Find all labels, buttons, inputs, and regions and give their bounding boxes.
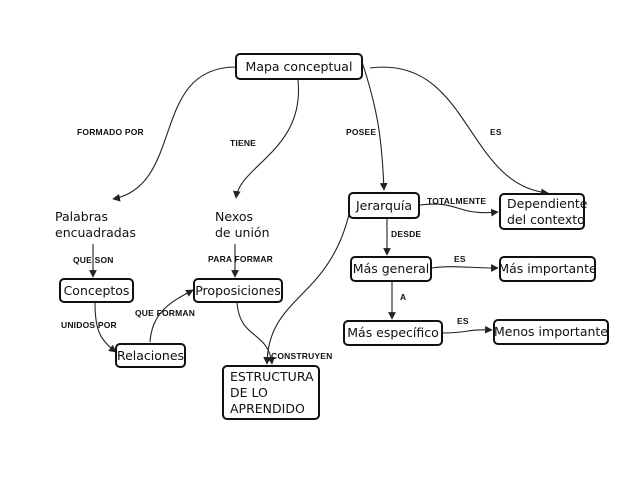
node-conceptos-text: Conceptos [63,282,130,298]
link-label-unidos-por: UNIDOS POR [61,320,117,330]
connector-mapa-to-dependiente [369,66,549,197]
node-mas-importante-text: Más importante [498,261,597,276]
link-label-totalmente: TOTALMENTE [427,196,487,206]
link-label-es-dependiente: ES [490,127,502,137]
link-label-formado-por: FORMADO POR [77,127,144,137]
node-palabras-line1: Palabras [55,209,109,224]
link-label-es-menos: ES [457,316,469,326]
node-menos-importante: Menos importante [493,319,609,345]
node-proposiciones-text: Proposiciones [195,282,281,298]
node-jerarquia: Jerarquía [348,192,420,219]
node-relaciones: Relaciones [115,343,186,368]
node-mapa-conceptual: Mapa conceptual [235,53,363,80]
connector-relaciones-to-proposiciones [149,289,194,343]
connector-conceptos-to-relaciones [94,302,117,353]
node-mas-especifico-text: Más específico [347,325,439,340]
node-estructura-line3: APRENDIDO [230,400,305,416]
node-mas-general-text: Más general [352,261,430,276]
connector-especifico-to-menos [442,325,493,334]
node-dependiente-line2: del contexto [507,211,585,227]
node-estructura-line2: DE LO [230,384,268,400]
link-label-construyen: CONSTRUYEN [271,351,333,361]
node-relaciones-text: Relaciones [116,347,185,363]
link-label-posee: POSEE [346,127,377,137]
link-label-es-importante: ES [454,254,466,264]
node-proposiciones: Proposiciones [193,278,283,303]
node-nexos-line1: Nexos [215,209,253,224]
node-nexos-de-union: Nexos de unión [215,208,295,242]
node-palabras-line2: encuadradas [55,225,136,240]
link-label-para-formar: PARA FORMAR [208,254,273,264]
link-label-que-forman: QUE FORMAN [135,308,196,318]
connector-mapa-to-nexos [233,79,299,199]
node-palabras-encuadradas: Palabras encuadradas [55,208,145,242]
node-mas-especifico: Más específico [343,320,443,346]
connector-proposiciones-to-estructura [236,302,276,365]
node-mas-importante: Más importante [498,256,597,282]
node-dependiente-line1: Dependiente [507,195,588,211]
node-menos-importante-text: Menos importante [494,324,608,339]
node-nexos-line2: de unión [215,225,270,240]
node-dependiente-del-contexto: Dependiente del contexto [499,193,588,230]
link-label-desde: DESDE [391,229,422,239]
link-label-que-son: QUE SON [73,255,114,265]
node-mapa-conceptual-text: Mapa conceptual [245,58,353,74]
node-jerarquia-text: Jerarquía [355,197,413,213]
connector-mapa-to-palabras [112,66,236,202]
node-conceptos: Conceptos [59,278,134,303]
connector-jerarquia-to-dependiente [419,203,499,217]
connector-mapa-to-jerarquia [361,61,388,191]
connector-general-to-importante [431,264,499,272]
connector-jerarquia-to-estructura [263,209,351,365]
link-label-tiene: TIENE [230,138,257,148]
node-estructura-line1: ESTRUCTURA [230,368,314,384]
link-label-a: A [400,292,407,302]
node-estructura-de-lo-aprendido: ESTRUCTURA DE LO APRENDIDO [222,365,320,420]
node-mas-general: Más general [350,256,432,282]
